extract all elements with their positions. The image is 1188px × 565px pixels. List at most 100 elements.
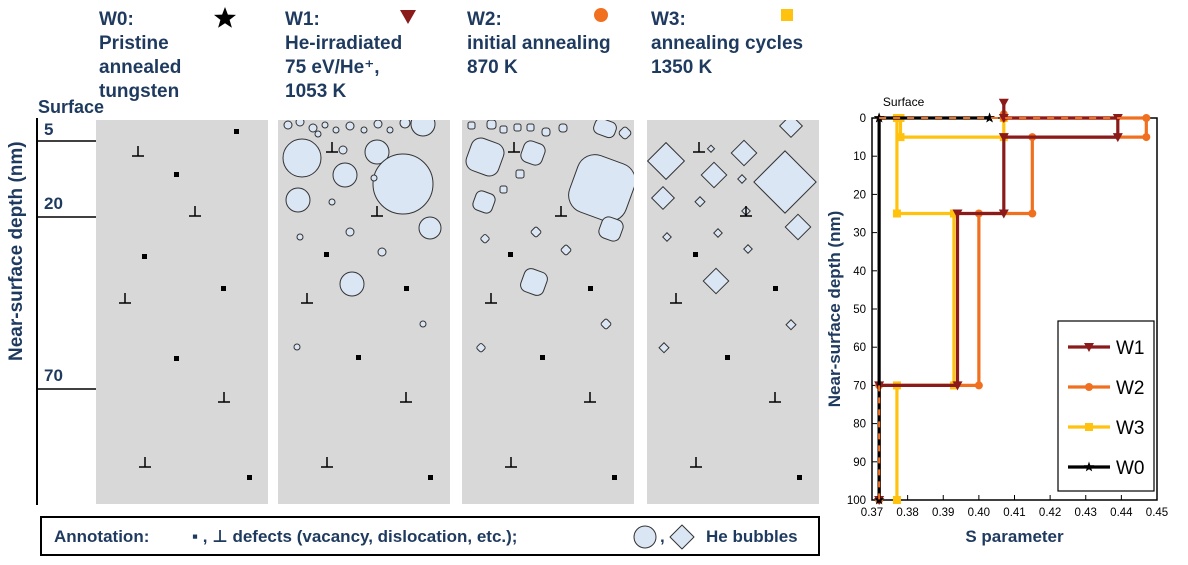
annotation-prefix: Annotation: <box>54 527 150 546</box>
legend-item-w0: W0 <box>1068 458 1145 479</box>
y-tick-label: 10 <box>853 151 866 163</box>
panel-w1 <box>278 120 450 504</box>
y-tick-label: 40 <box>853 266 866 278</box>
annotation-comma: , <box>660 527 665 546</box>
header-w0: W0: Pristine annealed tungsten <box>99 8 181 104</box>
series-w3 <box>892 114 1008 504</box>
x-tick-label: 0.37 <box>861 507 883 519</box>
square-marker-icon <box>781 9 793 21</box>
circle-marker <box>1028 209 1037 218</box>
y-tick-label: 90 <box>853 457 866 469</box>
y-axis-title: Near-surface depth (nm) <box>825 211 844 407</box>
header-line: tungsten <box>99 81 180 102</box>
series-line <box>877 116 990 500</box>
header-line: initial annealing <box>467 33 611 54</box>
x-axis-title: S parameter <box>965 527 1064 546</box>
legend-label: W0 <box>1116 458 1145 479</box>
triangle-marker <box>998 133 1009 143</box>
legend-label: W2 <box>1116 378 1145 399</box>
header-line: 1350 K <box>651 57 713 78</box>
header-line: annealing cycles <box>651 33 804 54</box>
annotation-box: Annotation: ▪ , ⊥ defects (vacancy, disl… <box>40 516 820 556</box>
header-line: 870 K <box>467 57 518 78</box>
legend-item-w3: W3 <box>1068 418 1145 439</box>
star-marker <box>1083 461 1095 472</box>
x-tick-label: 0.38 <box>896 507 918 519</box>
header-w2: W2: initial annealing 870 K <box>467 8 611 80</box>
header-line: W3: <box>651 9 686 30</box>
y-tick-label: 60 <box>853 342 866 354</box>
depth-tick-5: 5 <box>44 120 54 139</box>
header-w1: W1: He-irradiated 75 eV/He⁺, 1053 K <box>285 8 402 104</box>
star-marker <box>873 494 885 505</box>
legend-label: W3 <box>1116 418 1145 439</box>
square-marker <box>892 496 901 504</box>
x-tick-label: 0.43 <box>1075 507 1097 519</box>
triangle-marker <box>952 381 963 391</box>
star-marker-icon <box>214 7 236 28</box>
series-w0 <box>873 112 995 505</box>
legend-item-w1: W1 <box>1068 338 1145 359</box>
square-marker <box>896 133 905 142</box>
depth-axis-lines <box>36 118 96 505</box>
triangle-marker <box>998 98 1009 108</box>
panel-w1-art <box>282 120 442 480</box>
panel-w0-art <box>119 129 252 480</box>
header-line: Pristine <box>99 33 169 54</box>
header-line: W2: <box>467 9 502 30</box>
y-tick-label: 80 <box>853 419 866 431</box>
x-tick-label: 0.44 <box>1110 507 1133 519</box>
y-tick-label: 50 <box>853 304 866 316</box>
panel-w2-art <box>465 120 634 480</box>
triangle-down-marker-icon <box>400 10 416 24</box>
depth-tick-20: 20 <box>44 194 63 213</box>
bubble-circle-icon <box>633 525 657 549</box>
depth-tick-70: 70 <box>44 366 63 385</box>
square-marker <box>949 209 958 218</box>
x-tick-label: 0.45 <box>1146 507 1168 519</box>
y-tick-label: 100 <box>847 495 866 507</box>
triangle-marker <box>1112 133 1123 143</box>
y-tick-label: 30 <box>853 228 866 240</box>
header-line: annealed <box>99 57 182 78</box>
square-marker <box>1085 423 1093 431</box>
y-tick-label: 20 <box>853 189 866 201</box>
header-line: 75 eV/He⁺, <box>285 57 380 78</box>
header-line: W1: <box>285 9 320 30</box>
header-line: 1053 K <box>285 81 347 102</box>
circle-marker <box>974 381 983 390</box>
series-line <box>877 102 1120 500</box>
panel-w3 <box>647 120 819 504</box>
triangle-marker <box>998 209 1009 219</box>
triangle-marker <box>1084 343 1094 352</box>
surface-label: Surface <box>38 97 105 117</box>
bubble-diamond-icon <box>669 524 695 550</box>
circle-marker-icon <box>594 8 608 22</box>
annotation-bubbles: He bubbles <box>706 527 798 546</box>
x-tick-label: 0.41 <box>1003 507 1025 519</box>
triangle-marker <box>952 209 963 219</box>
x-tick-label: 0.39 <box>932 507 954 519</box>
series-line <box>895 116 1006 500</box>
header-w3: W3: annealing cycles 1350 K <box>651 8 803 80</box>
y-tick-label: 0 <box>860 113 866 125</box>
square-marker <box>892 209 901 218</box>
y-tick-label: 70 <box>853 380 866 392</box>
header-line: W0: <box>99 9 134 30</box>
legend-item-w2: W2 <box>1068 378 1145 399</box>
triangle-marker <box>998 114 1009 123</box>
circle-marker <box>1142 133 1151 142</box>
star-marker <box>984 112 995 123</box>
legend-box <box>1057 320 1155 492</box>
legend-label: W1 <box>1116 338 1145 359</box>
x-tick-label: 0.42 <box>1039 507 1061 519</box>
annotation-defects: ▪ , ⊥ defects (vacancy, dislocation, etc… <box>192 527 518 546</box>
header-line: He-irradiated <box>285 33 403 54</box>
surface-annotation: Surface <box>883 95 925 109</box>
panel-w3-art <box>647 120 817 480</box>
panel-w2 <box>462 120 634 504</box>
x-tick-label: 0.40 <box>968 507 990 519</box>
circle-marker <box>1085 383 1093 391</box>
s-parameter-chart: 0.37 0.38 0.39 0.40 0.41 0.42 0.43 0.44 0.45 0 10 2… <box>825 95 1168 546</box>
